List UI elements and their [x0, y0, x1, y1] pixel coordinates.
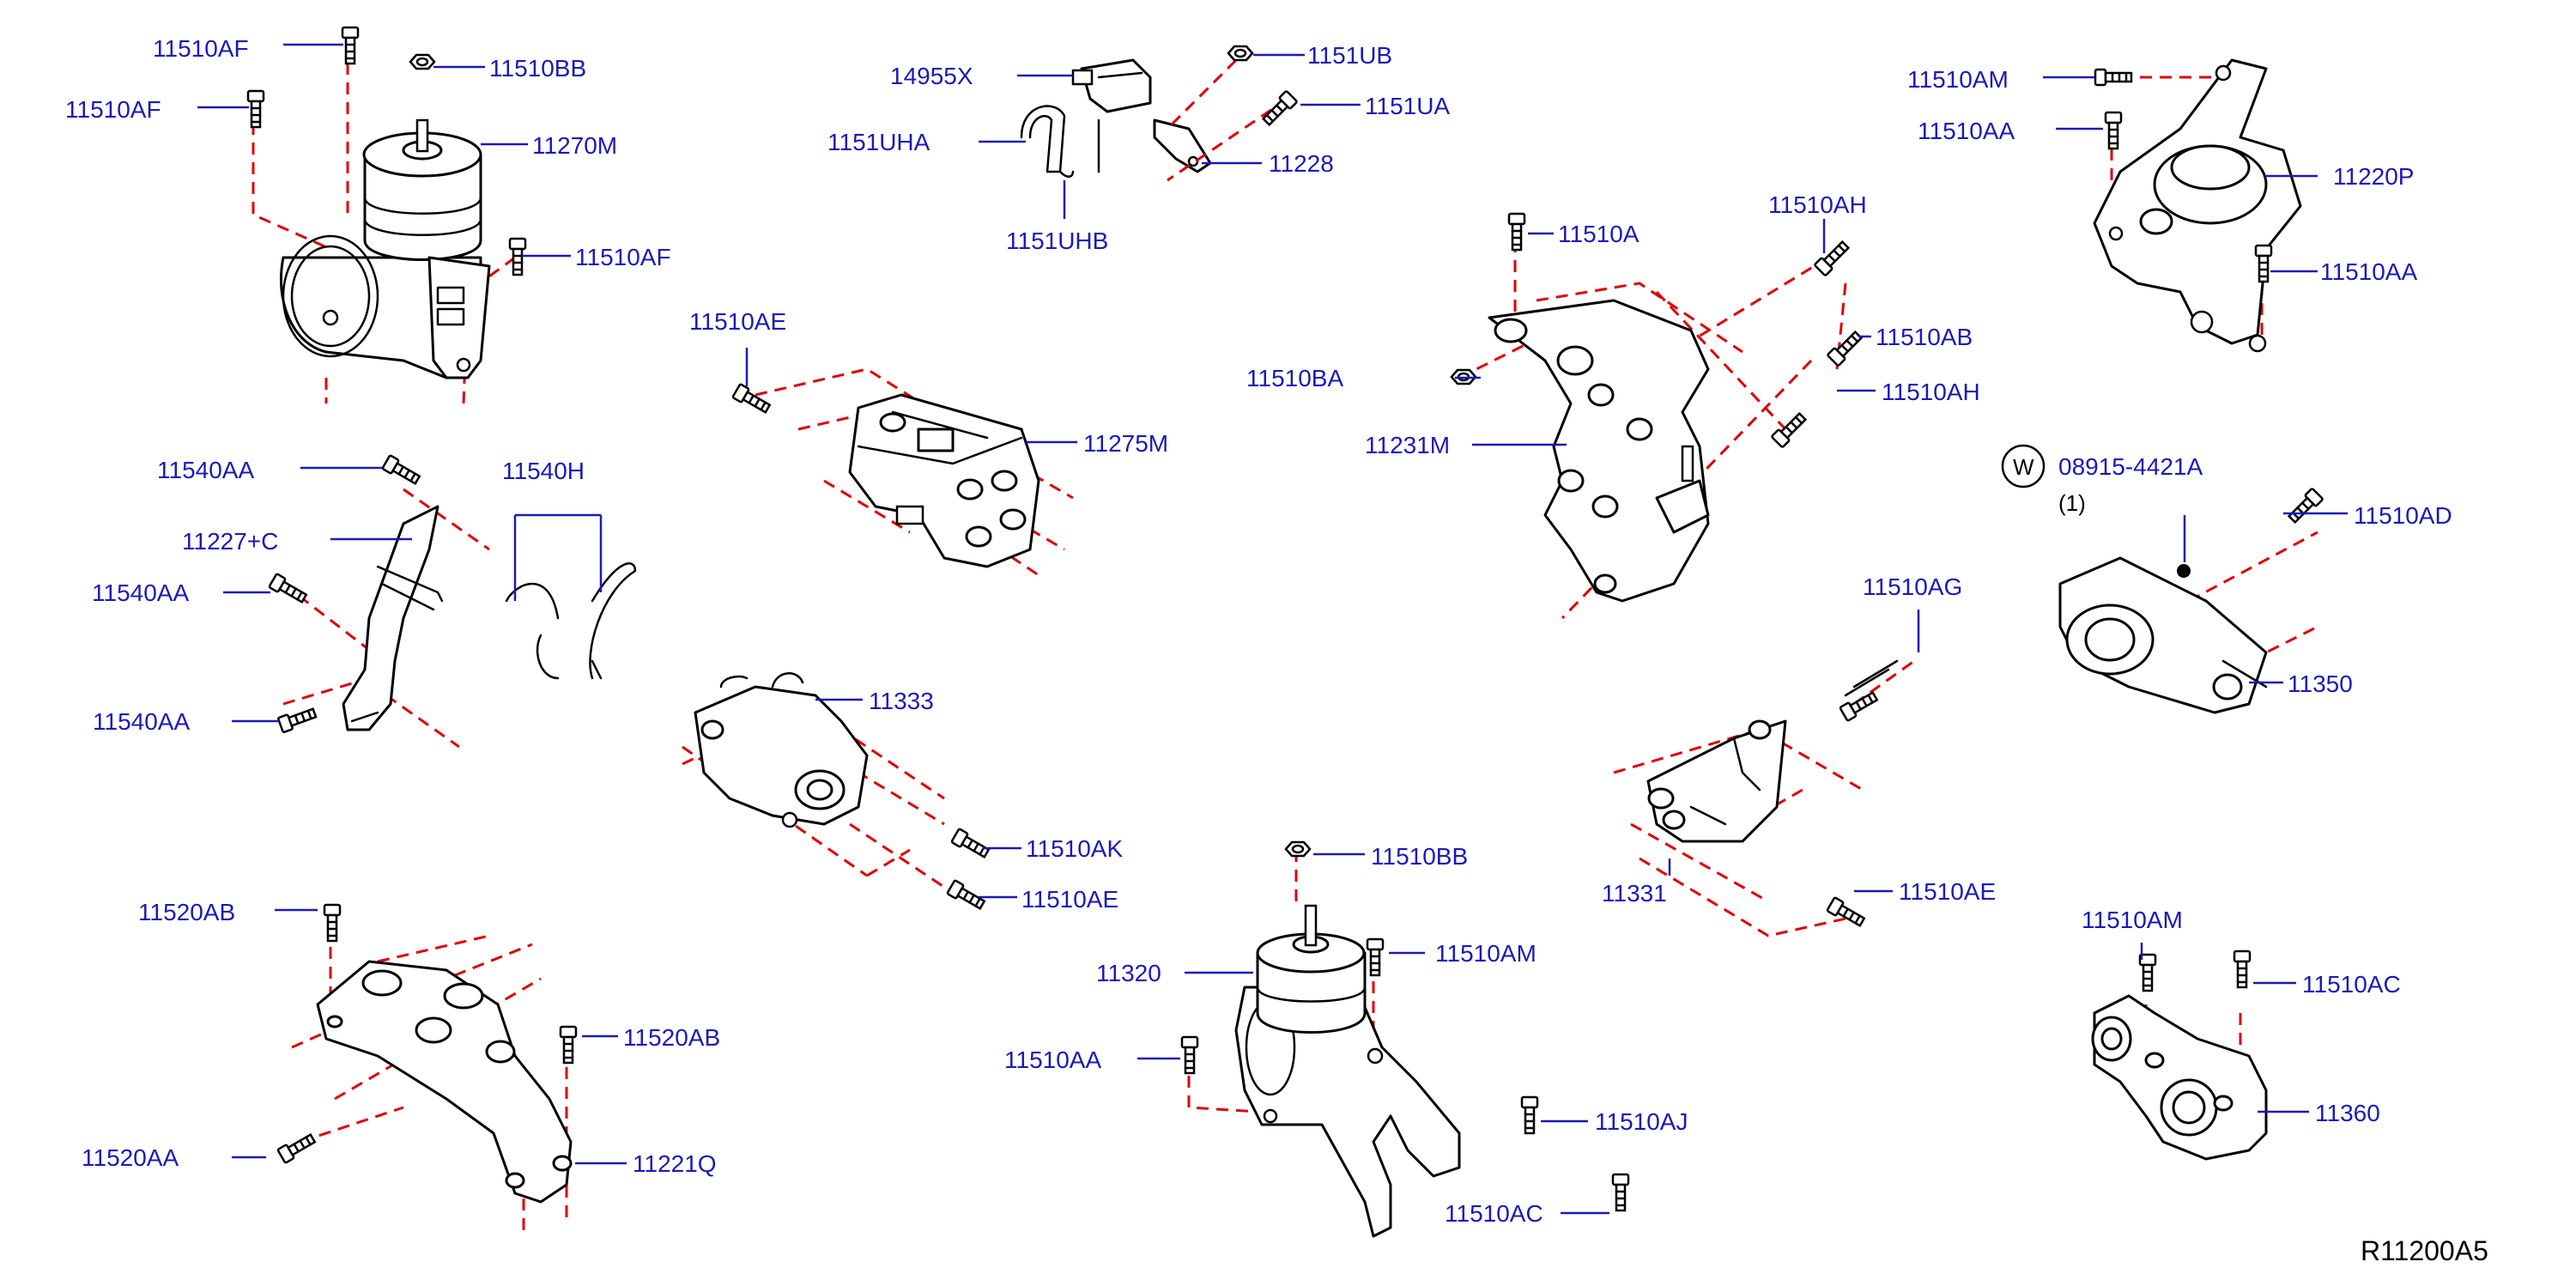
label-08915-4421a: 08915-4421A	[2058, 453, 2203, 480]
label-14955x: 14955X	[890, 63, 973, 89]
label-11510ae-a: 11510AE	[689, 308, 786, 335]
label-11510am-a: 11510AM	[1907, 66, 2009, 93]
label-11540aa-b: 11540AA	[92, 579, 189, 606]
label-11520ab-a: 11520AB	[138, 899, 235, 925]
label-11510af-c: 11510AF	[575, 244, 671, 270]
label-1151ub: 1151UB	[1307, 42, 1392, 69]
label-11227c: 11227+C	[182, 528, 278, 555]
label-11510aa-b: 11510AA	[2320, 258, 2417, 285]
label-11520aa: 11520AA	[82, 1144, 179, 1171]
label-08915-qty: (1)	[2058, 490, 2086, 516]
sensor-14955x-drawing	[1020, 45, 1299, 182]
label-1151ua: 1151UA	[1365, 93, 1450, 119]
label-11510ae-b: 11510AE	[1021, 886, 1118, 913]
label-11275m: 11275M	[1083, 430, 1168, 457]
label-11510af-b: 11510AF	[65, 96, 161, 123]
label-11270m: 11270M	[532, 132, 617, 159]
label-11510ba: 11510BA	[1246, 365, 1343, 391]
label-11510bb-a: 11510BB	[489, 55, 586, 82]
label-11510ad: 11510AD	[2354, 502, 2452, 529]
label-11510ah-a: 11510AH	[1768, 191, 1867, 218]
label-11510am-b: 11510AM	[1435, 940, 1537, 967]
label-11228: 11228	[1269, 150, 1334, 177]
label-11510ak: 11510AK	[1026, 835, 1123, 862]
label-11510am-c: 11510AM	[2082, 907, 2183, 933]
label-11510aa-c: 11510AA	[1004, 1046, 1101, 1073]
mount-11350-drawing	[2058, 487, 2324, 714]
label-11510ac-a: 11510AC	[1445, 1200, 1543, 1227]
label-11231m: 11231M	[1365, 432, 1450, 458]
label-11360: 11360	[2315, 1100, 2380, 1126]
label-11510ag: 11510AG	[1863, 573, 1962, 600]
bracket-11227c-drawing	[268, 453, 637, 749]
label-11350: 11350	[2288, 670, 2353, 697]
label-11510ab: 11510AB	[1876, 324, 1973, 350]
label-11540h: 11540H	[502, 458, 585, 484]
mount-11270m-drawing	[246, 26, 527, 404]
label-1151uhb: 1151UHB	[1006, 228, 1108, 254]
note-w-glyph: W	[2013, 454, 2034, 480]
label-11510af-a: 11510AF	[153, 35, 249, 62]
label-11520ab-b: 11520AB	[623, 1024, 720, 1051]
mount-11320-drawing	[1180, 840, 1630, 1238]
bracket-11331-drawing	[1613, 659, 1915, 937]
bracket-11333-drawing	[682, 672, 991, 913]
bracket-11231m-drawing	[1450, 212, 1865, 620]
bracket-11221q-drawing	[276, 903, 578, 1236]
bracket-11275m-drawing	[731, 367, 1074, 577]
label-11540aa-a: 11540AA	[157, 457, 254, 483]
label-11221q: 11221Q	[633, 1150, 717, 1177]
label-11220p: 11220P	[2333, 163, 2414, 190]
diagram-code: R11200A5	[2361, 1235, 2488, 1266]
label-11540aa-c: 11540AA	[93, 708, 190, 735]
label-11510bb-b: 11510BB	[1371, 843, 1468, 870]
label-11510aa-a: 11510AA	[1918, 118, 2015, 144]
label-11510ac-b: 11510AC	[2302, 971, 2401, 998]
label-1151uha: 1151UHA	[827, 129, 930, 155]
label-11510ae-c: 11510AE	[1899, 878, 1996, 905]
label-11320: 11320	[1096, 960, 1161, 986]
label-11333: 11333	[869, 688, 934, 714]
label-11510ah-b: 11510AH	[1882, 379, 1980, 405]
mount-11360-drawing	[2091, 949, 2268, 1161]
label-11510a: 11510A	[1558, 221, 1640, 247]
label-11331: 11331	[1602, 880, 1667, 907]
note-w-circle	[2001, 444, 2046, 488]
mount-11220p-drawing	[2093, 58, 2302, 353]
label-11510aj: 11510AJ	[1595, 1108, 1688, 1135]
